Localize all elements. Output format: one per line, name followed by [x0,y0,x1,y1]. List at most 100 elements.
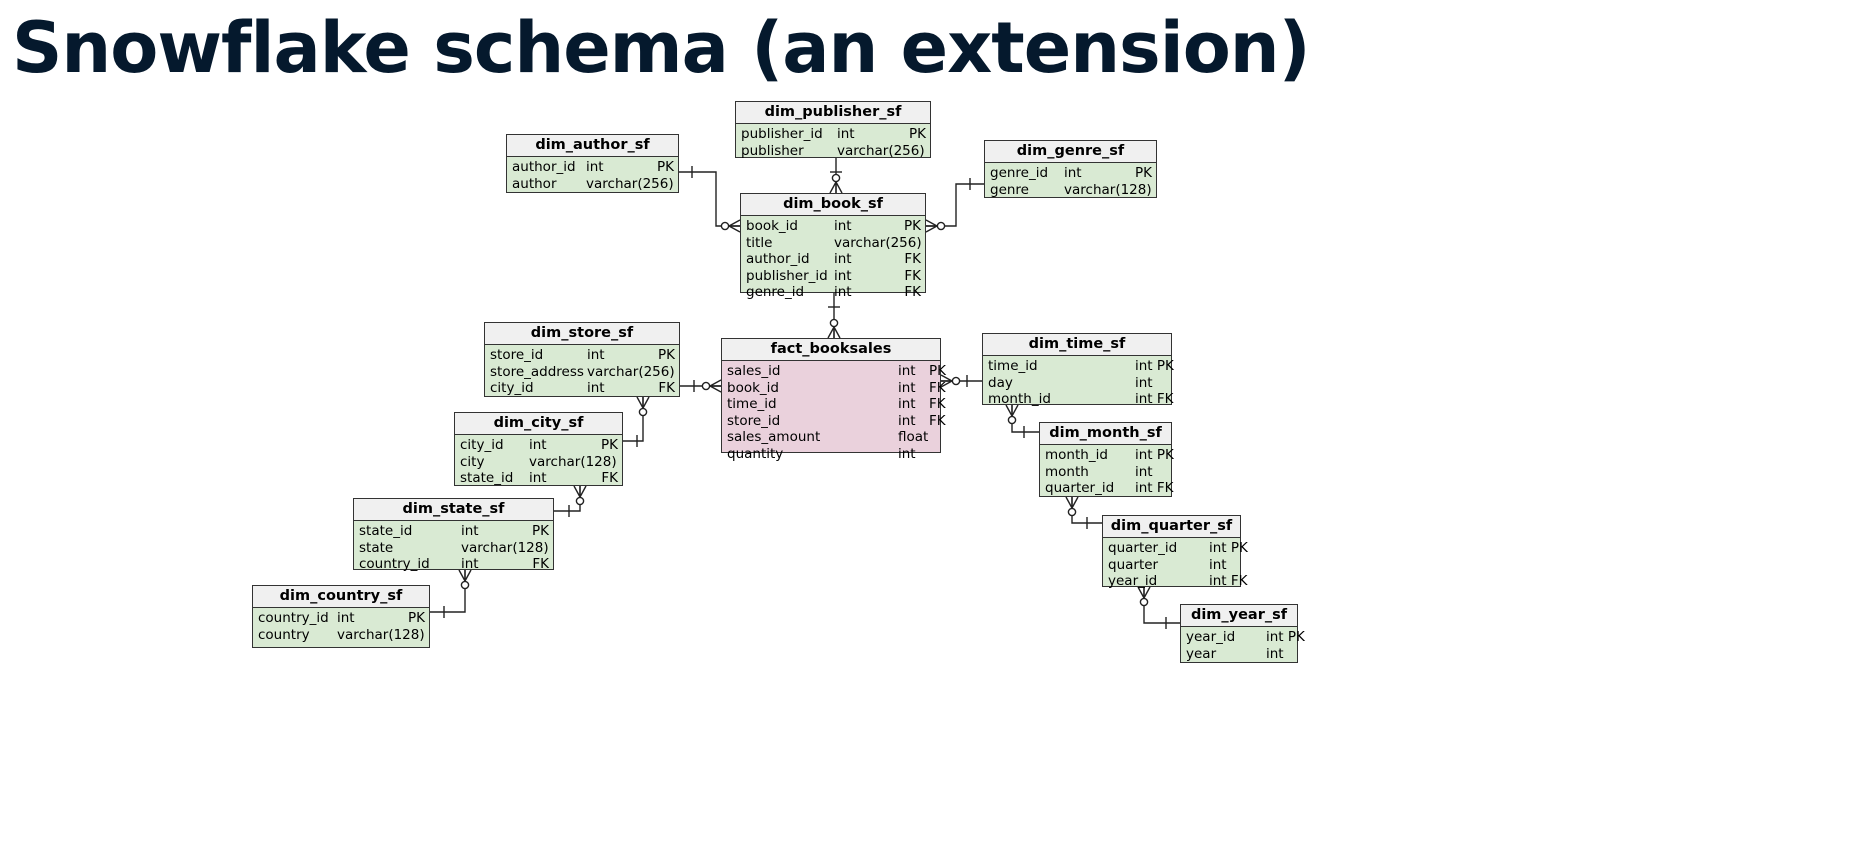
column-name: genre_id [746,284,805,300]
column-name: year_id [1186,629,1236,645]
table-name: dim_year_sf [1181,605,1297,627]
page-title: Snowflake schema (an extension) [12,7,1311,89]
column-name: month [1045,463,1089,480]
table-month: dim_month_sf month_id int PK month int quarte… [1039,422,1174,497]
zero-marker [575,496,585,506]
crows-foot-marker [636,396,650,409]
column-name: city_id [490,380,534,396]
table-name: dim_time_sf [983,334,1171,356]
column-name: store_address [490,363,584,380]
column-type: varchar(256) [834,234,922,251]
column-name: year [1186,645,1217,662]
column-row: year_id int PK [1186,629,1305,646]
column-type: int [461,523,479,539]
column-type: float [898,429,929,445]
zero-marker [638,407,648,417]
column-row: city varchar(128) [460,454,618,471]
crows-foot-marker [829,181,843,194]
column-name: book_id [746,218,798,234]
column-name: quantity [727,445,784,462]
crows-foot-marker [1065,496,1079,509]
column-type: int [898,412,916,429]
column-type: int [587,347,605,363]
column-name: genre_id [990,165,1049,181]
column-type: int [337,610,355,626]
crows-foot-marker [458,569,472,582]
zero-marker [829,318,839,328]
crows-foot-marker [925,219,938,233]
column-name: time_id [988,358,1038,374]
column-name: publisher_id [746,267,828,284]
column-type: int PK [1209,540,1248,556]
column-type: int [529,470,547,486]
column-name: book_id [727,379,779,396]
column-type: int [834,251,852,267]
column-key: PK [657,159,674,175]
column-type: int [1064,165,1082,181]
column-name: time_id [727,396,777,412]
column-name: year_id [1108,573,1158,589]
column-name: title [746,234,773,251]
zero-marker [951,376,961,386]
crows-foot-marker [827,326,841,339]
column-row: year int [1186,646,1293,663]
column-name: city_id [460,437,504,453]
zero-marker [831,173,841,183]
column-type: int [461,556,479,572]
column-type: varchar(256) [586,175,674,192]
column-key: FK [929,412,946,429]
crows-foot-marker [940,374,953,388]
column-row: title varchar(256) [746,234,922,252]
column-type: int [586,159,604,175]
column-type: int [1209,556,1227,573]
column-type: int [834,267,852,284]
column-type: int [529,437,547,453]
column-type: int PK [1135,358,1174,374]
column-type: varchar(128) [1064,181,1152,198]
column-type: int [1135,463,1153,480]
column-type: int [1266,645,1284,662]
column-name: quarter_id [1045,480,1115,496]
column-type: varchar(128) [529,453,617,470]
column-type: int [1135,374,1153,391]
column-type: int FK [1135,391,1174,407]
column-type: int [898,396,916,412]
column-key: PK [929,363,946,379]
column-row: time_id int PK [988,358,1174,375]
table-name: dim_month_sf [1040,423,1171,445]
column-type: int PK [1135,447,1174,463]
column-name: city [460,453,485,470]
column-type: int [587,380,605,396]
column-name: author [512,175,557,192]
crows-foot-marker [1137,586,1151,599]
column-key: FK [601,470,618,486]
column-type: int PK [1266,629,1305,645]
column-name: month_id [1045,447,1108,463]
column-type: int [834,218,852,234]
column-key: PK [601,437,618,453]
column-type: varchar(128) [337,626,425,643]
zero-marker [720,221,730,231]
